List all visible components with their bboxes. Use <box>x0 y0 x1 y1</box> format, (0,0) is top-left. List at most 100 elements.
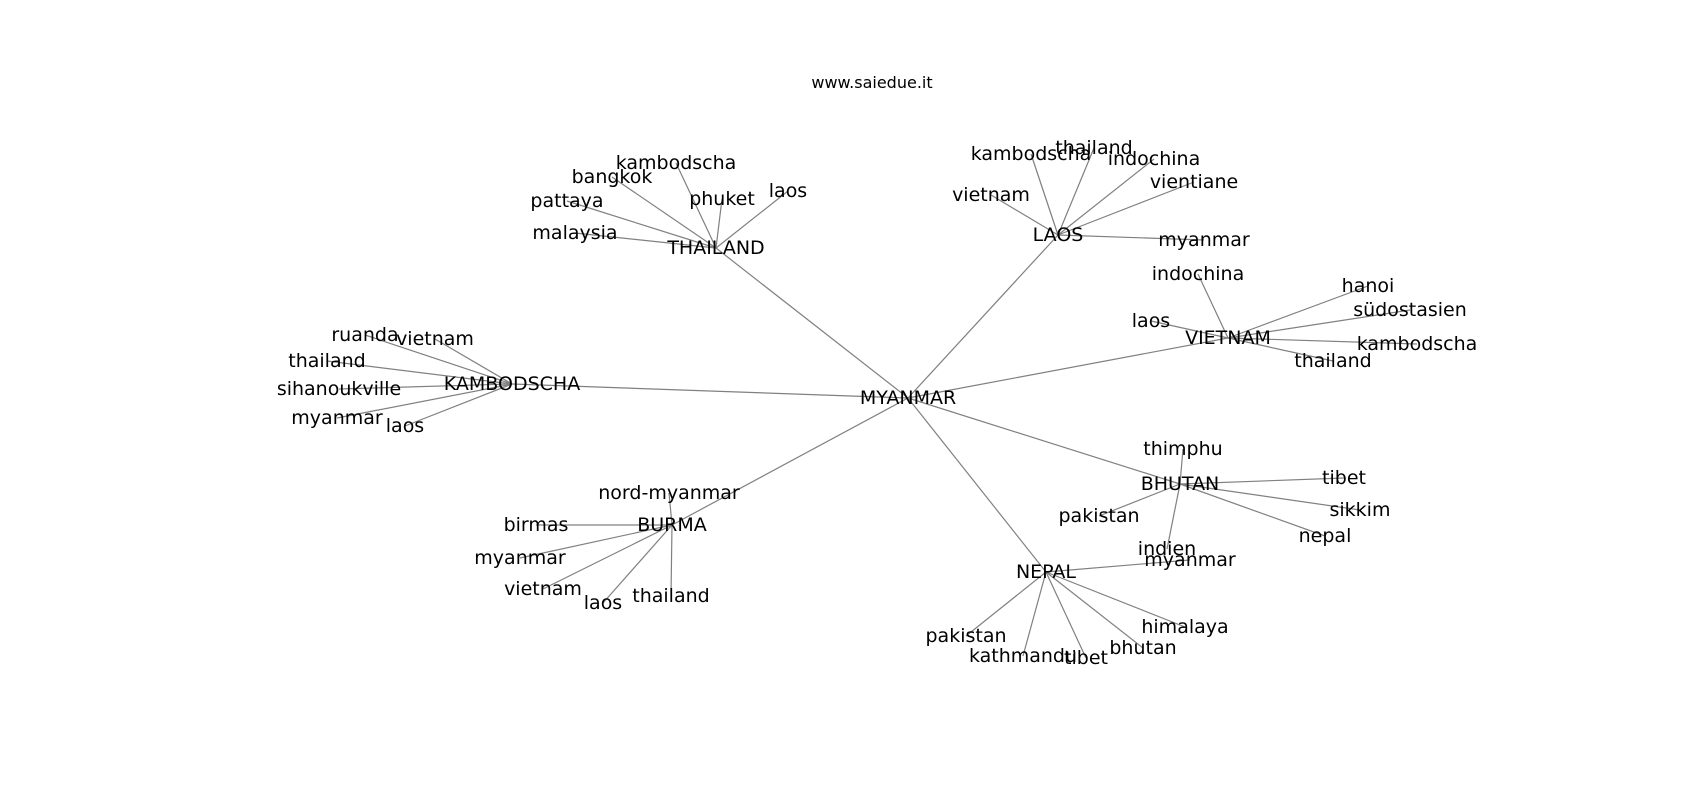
leaf-node-label: bhutan <box>1109 637 1176 659</box>
leaf-node-label: myanmar <box>474 547 566 569</box>
leaf-node-label: nepal <box>1299 525 1352 547</box>
leaf-node-label: bangkok <box>572 166 653 188</box>
leaf-node-label: kambodscha <box>1357 333 1478 355</box>
leaf-node-label: birmas <box>504 514 569 536</box>
leaf-node-label: thailand <box>632 585 709 607</box>
edge-kambodscha-hub-leaf-3 <box>338 383 513 390</box>
leaf-node-label: indochina <box>1108 148 1200 170</box>
edge-vietnam-hub-leaf-2 <box>1227 309 1411 339</box>
leaf-node-label: pakistan <box>1058 505 1139 527</box>
edge-root-laos-hub <box>907 234 1059 399</box>
edge-vietnam-hub-leaf-5 <box>1227 337 1334 362</box>
leaf-node-label: myanmar <box>1144 549 1236 571</box>
hub-node-label: BURMA <box>637 514 707 536</box>
hub-node-label: THAILAND <box>666 237 764 259</box>
leaf-node-label: nord-myanmar <box>598 482 740 504</box>
edge-bhutan-hub-leaf-0 <box>1179 448 1184 485</box>
leaf-node-label: vientiane <box>1150 171 1238 193</box>
edge-nepal-hub-leaf-3 <box>1045 571 1144 649</box>
hub-node-label: NEPAL <box>1016 561 1076 583</box>
leaf-node-label: pattaya <box>530 190 603 212</box>
edge-vietnam-hub-leaf-0 <box>1197 273 1229 339</box>
edge-root-vietnam-hub <box>907 337 1229 399</box>
leaf-node-label: himalaya <box>1141 616 1228 638</box>
edge-vietnam-hub-leaf-3 <box>1150 320 1229 339</box>
leaf-node-label: laos <box>769 180 807 202</box>
leaf-node-label: sikkim <box>1330 499 1391 521</box>
edge-layer <box>326 147 1418 659</box>
leaf-node-label: kambodscha <box>616 152 737 174</box>
edge-nepal-hub-leaf-2 <box>965 571 1047 637</box>
hub-node-label: VIETNAM <box>1185 327 1271 349</box>
edge-laos-hub-leaf-0 <box>1030 153 1059 236</box>
leaf-node-label: vietnam <box>952 184 1030 206</box>
leaf-node-label: ruanda <box>331 324 398 346</box>
edge-laos-hub-leaf-1 <box>1057 147 1095 236</box>
edge-root-nepal-hub <box>907 397 1047 573</box>
edge-root-thailand-hub <box>715 247 909 399</box>
leaf-node-label: phuket <box>689 188 755 210</box>
leaf-node-label: indien <box>1138 538 1196 560</box>
leaf-node-label: pakistan <box>925 625 1006 647</box>
leaf-node-label: laos <box>386 415 424 437</box>
edge-nepal-hub-leaf-0 <box>1045 559 1191 573</box>
edge-thailand-hub-leaf-2 <box>566 200 717 249</box>
edge-burma-hub-leaf-3 <box>542 524 673 590</box>
edge-burma-hub-leaf-0 <box>668 492 673 526</box>
leaf-node-label: vietnam <box>504 578 582 600</box>
edge-thailand-hub-leaf-4 <box>715 190 789 249</box>
edge-laos-hub-leaf-5 <box>1057 234 1205 241</box>
leaf-node-label: thailand <box>288 350 365 372</box>
edge-root-burma-hub <box>671 397 909 526</box>
edge-thailand-hub-leaf-1 <box>611 176 717 249</box>
edge-vietnam-hub-leaf-4 <box>1227 337 1418 345</box>
leaf-node-label: sihanoukville <box>277 378 401 400</box>
edge-kambodscha-hub-leaf-4 <box>336 383 513 419</box>
edge-thailand-hub-leaf-5 <box>574 232 717 249</box>
leaf-node-label: laos <box>584 592 622 614</box>
edge-burma-hub-leaf-4 <box>602 524 673 604</box>
edge-kambodscha-hub-leaf-0 <box>364 334 513 385</box>
edge-kambodscha-hub-leaf-1 <box>434 338 513 385</box>
hub-node-label: KAMBODSCHA <box>444 373 580 395</box>
edge-laos-hub-leaf-2 <box>1057 158 1155 236</box>
leaf-node-label: tibet <box>1322 467 1366 489</box>
leaf-node-label: kambodscha <box>971 143 1092 165</box>
hub-node-label: BHUTAN <box>1141 473 1220 495</box>
edge-vietnam-hub-leaf-1 <box>1227 285 1369 339</box>
leaf-node-label: hanoi <box>1342 275 1395 297</box>
edge-thailand-hub-leaf-0 <box>675 162 717 249</box>
edge-laos-hub-leaf-4 <box>1057 181 1195 236</box>
leaf-node-label: thailand <box>1055 137 1132 159</box>
leaf-node-label: thimphu <box>1143 438 1222 460</box>
edge-bhutan-hub-leaf-2 <box>1179 483 1361 511</box>
hub-node-label: LAOS <box>1033 224 1084 246</box>
edge-burma-hub-leaf-5 <box>670 524 673 597</box>
edge-burma-hub-leaf-2 <box>519 524 673 559</box>
leaf-node-label: myanmar <box>1158 229 1250 251</box>
edge-kambodscha-hub-leaf-5 <box>404 383 513 427</box>
edge-bhutan-hub-leaf-3 <box>1098 483 1181 517</box>
leaf-node-label: tibet <box>1064 647 1108 669</box>
site-title: www.saiedue.it <box>811 73 932 92</box>
edge-bhutan-hub-leaf-1 <box>1179 477 1345 485</box>
edge-nepal-hub-leaf-4 <box>1022 571 1047 657</box>
edge-bhutan-hub-leaf-5 <box>1166 483 1181 550</box>
edge-nepal-hub-leaf-1 <box>1045 571 1186 628</box>
leaf-node-label: myanmar <box>291 407 383 429</box>
edge-kambodscha-hub-leaf-2 <box>326 360 513 385</box>
leaf-node-label: thailand <box>1294 350 1371 372</box>
leaf-node-label: malaysia <box>532 222 617 244</box>
edge-root-bhutan-hub <box>907 397 1181 485</box>
edge-laos-hub-leaf-3 <box>990 194 1059 236</box>
edge-bhutan-hub-leaf-4 <box>1179 483 1326 537</box>
edge-thailand-hub-leaf-3 <box>715 198 723 249</box>
root-node-label: MYANMAR <box>860 387 956 409</box>
edge-root-kambodscha-hub <box>511 383 909 399</box>
edge-nepal-hub-leaf-5 <box>1045 571 1087 659</box>
leaf-node-label: vietnam <box>396 328 474 350</box>
leaf-node-label: kathmandu <box>969 645 1077 667</box>
